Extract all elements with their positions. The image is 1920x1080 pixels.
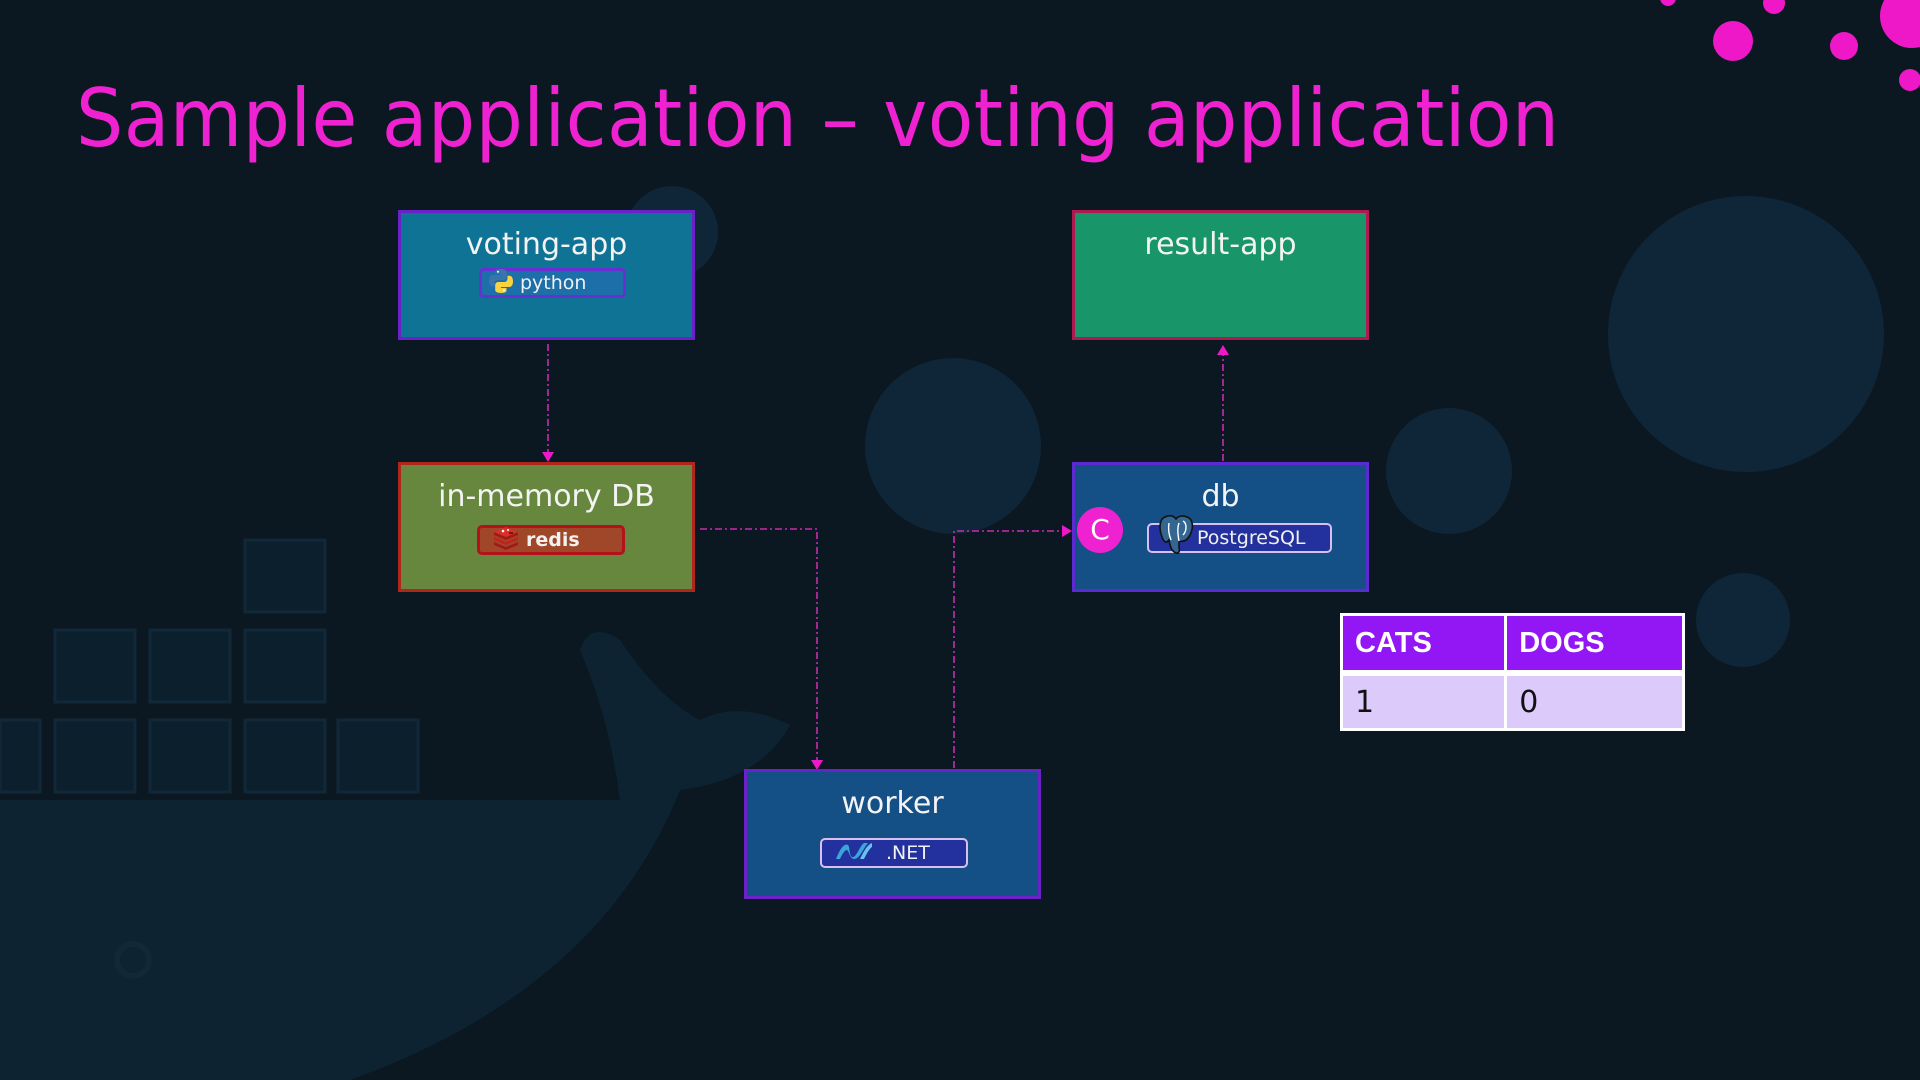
bg-circle — [1386, 408, 1512, 534]
bg-circle — [865, 358, 1041, 534]
node-db[interactable]: db PostgreSQL — [1072, 462, 1369, 592]
node-label: voting-app — [465, 227, 628, 262]
dotnet-icon — [834, 841, 874, 866]
node-label: worker — [841, 786, 944, 821]
node-worker[interactable]: worker .NET — [744, 769, 1041, 899]
badge-label: python — [520, 272, 587, 294]
column-header-dogs: DOGS — [1504, 613, 1685, 676]
node-in-memory-db[interactable]: in-memory DB redis — [398, 462, 695, 592]
votes-table: CATS DOGS 1 0 — [1339, 613, 1685, 731]
table-row: 1 0 — [1339, 671, 1685, 731]
badge-label: PostgreSQL — [1197, 527, 1306, 549]
postgresql-elephant-icon — [1157, 513, 1195, 560]
table-header-row: CATS DOGS — [1339, 613, 1685, 676]
slide-title: Sample application – voting application — [76, 72, 1560, 165]
tech-badge-redis: redis — [477, 525, 625, 555]
node-result-app[interactable]: result-app — [1072, 210, 1369, 340]
bg-circle — [1608, 196, 1884, 472]
column-header-cats: CATS — [1339, 613, 1508, 676]
node-label: db — [1201, 479, 1240, 514]
redis-icon — [492, 526, 520, 555]
tech-badge-postgresql: PostgreSQL — [1147, 514, 1332, 554]
bg-circle — [1696, 573, 1790, 667]
node-label: result-app — [1144, 227, 1297, 262]
docker-whale-watermark — [0, 538, 790, 1080]
cell-dogs-count: 0 — [1504, 671, 1685, 731]
db-marker-c: C — [1077, 507, 1123, 553]
python-icon — [488, 268, 514, 299]
node-label: in-memory DB — [438, 479, 655, 514]
cell-cats-count: 1 — [1339, 671, 1508, 731]
decorative-magenta-dots — [1660, 0, 1920, 91]
tech-badge-python: python — [479, 268, 626, 298]
badge-label: redis — [526, 529, 580, 551]
tech-badge-dotnet: .NET — [820, 838, 968, 868]
node-voting-app[interactable]: voting-app python — [398, 210, 695, 340]
badge-label: .NET — [886, 842, 930, 864]
